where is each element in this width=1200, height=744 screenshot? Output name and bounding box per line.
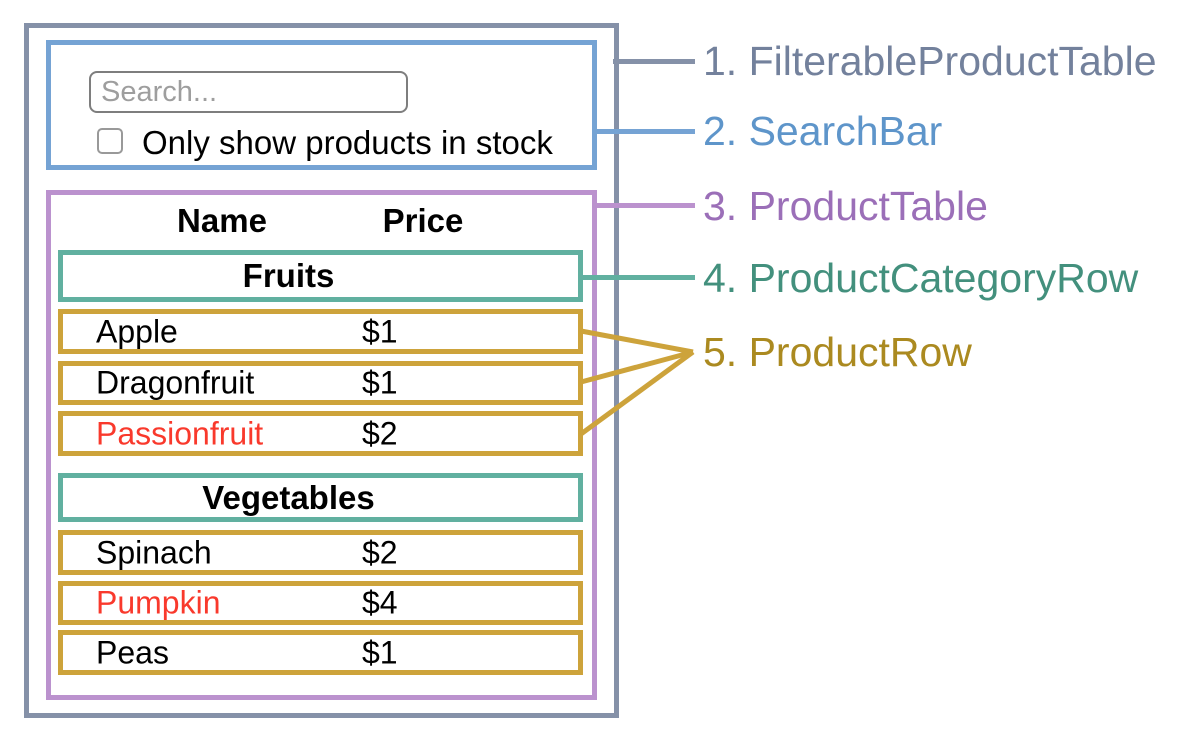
product-price: $2 — [362, 534, 398, 570]
column-header-name: Name — [177, 202, 267, 239]
product-row-pumpkin: Pumpkin $4 — [58, 581, 583, 625]
product-name: Passionfruit — [96, 415, 264, 451]
category-label: Vegetables — [202, 478, 375, 516]
product-name: Apple — [96, 313, 178, 349]
connector-line-product-table — [592, 203, 695, 208]
product-name: Dragonfruit — [96, 364, 255, 401]
product-row-passionfruit: Passionfruit $2 — [58, 411, 583, 456]
legend-label-search-bar: 2. SearchBar — [703, 108, 943, 154]
product-price: $1 — [362, 634, 398, 670]
product-price: $1 — [362, 364, 398, 401]
legend-label-product-category-row: 4. ProductCategoryRow — [703, 255, 1139, 301]
product-row-peas: Peas $1 — [58, 630, 583, 675]
connector-line-product-category-row — [578, 275, 695, 280]
product-table-box: Name Price Fruits Apple $1 Dragonfruit $… — [46, 190, 597, 700]
connector-line-filterable-product-table — [613, 59, 695, 64]
in-stock-checkbox[interactable] — [97, 128, 123, 154]
column-header-price: Price — [382, 202, 464, 239]
category-row-vegetables: Vegetables — [58, 473, 583, 522]
legend-label-product-row: 5. ProductRow — [703, 329, 972, 375]
product-name: Peas — [96, 634, 169, 670]
legend-label-product-table: 3. ProductTable — [703, 183, 988, 229]
in-stock-checkbox-label: Only show products in stock — [142, 124, 553, 161]
legend-label-filterable-product-table: 1. FilterableProductTable — [703, 38, 1157, 84]
product-row-dragonfruit: Dragonfruit $1 — [58, 361, 583, 405]
product-price: $1 — [362, 313, 398, 349]
search-bar-box: Only show products in stock — [46, 40, 597, 170]
search-input[interactable] — [89, 71, 408, 113]
category-row-fruits: Fruits — [58, 250, 583, 302]
connector-line-search-bar — [592, 129, 695, 134]
product-price: $4 — [362, 584, 398, 621]
product-name: Pumpkin — [96, 584, 221, 621]
product-price: $2 — [362, 415, 398, 451]
category-label: Fruits — [242, 257, 335, 294]
product-row-spinach: Spinach $2 — [58, 530, 583, 575]
product-name: Spinach — [96, 534, 212, 570]
product-row-apple: Apple $1 — [58, 309, 583, 354]
